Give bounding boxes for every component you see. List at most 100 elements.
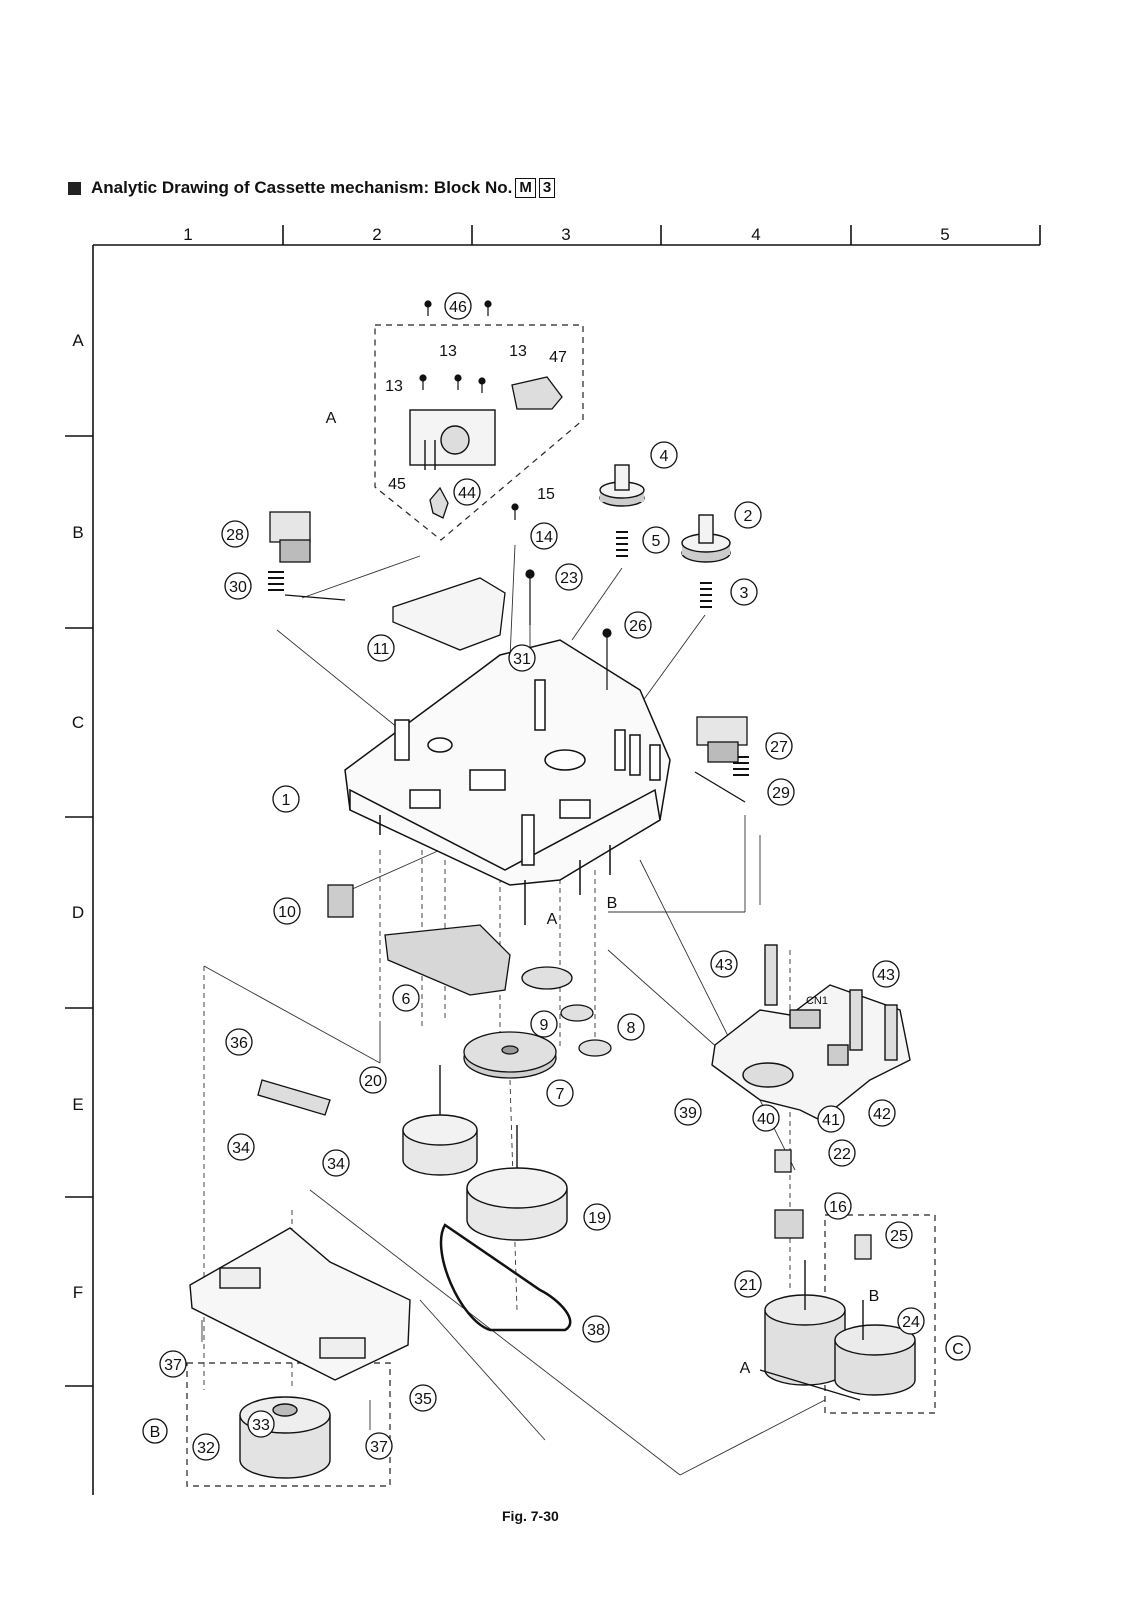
callout-number: 19 xyxy=(588,1210,606,1227)
callout-3: 3 xyxy=(730,578,758,606)
pcb-assembly xyxy=(711,944,911,1121)
callout-circle xyxy=(273,897,301,925)
callout-number: 8 xyxy=(627,1020,636,1037)
callout-circle xyxy=(734,501,762,529)
callout-number: 22 xyxy=(833,1146,851,1163)
callout-number: 36 xyxy=(230,1035,248,1052)
callout-circle xyxy=(767,778,795,806)
chassis-slot xyxy=(469,769,506,791)
callout-circle xyxy=(367,634,395,662)
callout-circle xyxy=(765,732,793,760)
bottom-plate-35 xyxy=(189,1227,411,1381)
callout-number: 28 xyxy=(226,527,244,544)
chassis-hole xyxy=(427,737,453,753)
row-label: D xyxy=(72,903,84,922)
callout-9: 9 xyxy=(530,1010,558,1038)
callout-13: 13 xyxy=(509,343,527,360)
callout-circle xyxy=(392,984,420,1012)
callout-20: 20 xyxy=(359,1066,387,1094)
leader-lines xyxy=(201,544,826,1476)
callout-29: 29 xyxy=(767,778,795,806)
callout-10: 10 xyxy=(273,897,301,925)
callout-circle xyxy=(868,1099,896,1127)
callout-11: 11 xyxy=(367,634,395,662)
belt-38 xyxy=(439,1223,572,1332)
callout-circle xyxy=(453,478,481,506)
callout-25: 25 xyxy=(885,1221,913,1249)
callout-circle xyxy=(824,1192,852,1220)
callout-circle xyxy=(322,1149,350,1177)
col-label: 4 xyxy=(751,225,760,244)
callout-number: 34 xyxy=(232,1140,250,1157)
callout-number: 24 xyxy=(902,1314,920,1331)
callout-16: 16 xyxy=(824,1192,852,1220)
part-16 xyxy=(774,1209,804,1239)
callout-circle xyxy=(897,1307,925,1335)
callout-circle xyxy=(817,1105,845,1133)
group-letter: B xyxy=(150,1424,161,1441)
callout-circle xyxy=(582,1315,610,1343)
group-label-B: B xyxy=(869,1288,880,1305)
callout-45: 45 xyxy=(388,476,406,493)
callout-21: 21 xyxy=(734,1270,762,1298)
callout-circle xyxy=(409,1384,437,1412)
row-label: C xyxy=(72,713,84,732)
callout-number: 31 xyxy=(513,651,531,668)
motor-21 xyxy=(764,1260,846,1386)
callout-37: 37 xyxy=(365,1432,393,1460)
chassis-post xyxy=(614,729,626,771)
callout-number: 35 xyxy=(414,1391,432,1408)
callout-23: 23 xyxy=(555,563,583,591)
head-spring xyxy=(424,440,436,470)
group-letter: C xyxy=(952,1341,964,1358)
callout-13: 13 xyxy=(439,343,457,360)
screws-top xyxy=(419,300,612,690)
callout-circle xyxy=(674,1098,702,1126)
callout-circle xyxy=(642,526,670,554)
head-gear xyxy=(440,425,470,455)
callout-number: 7 xyxy=(556,1086,565,1103)
callout-circle xyxy=(444,292,472,320)
callout-32: 32 xyxy=(192,1433,220,1461)
callout-number: 27 xyxy=(770,739,788,756)
chassis-slot xyxy=(559,799,591,819)
callout-14: 14 xyxy=(530,522,558,550)
callout-number: 38 xyxy=(587,1322,605,1339)
group-letter: A xyxy=(740,1360,751,1377)
callout-number: 16 xyxy=(829,1199,847,1216)
callout-number: 43 xyxy=(715,957,733,974)
springs xyxy=(268,531,749,776)
callout-number: 10 xyxy=(278,904,296,921)
callout-1: 1 xyxy=(272,785,300,813)
callout-circle xyxy=(872,960,900,988)
callout-44: 44 xyxy=(453,478,481,506)
motor-24 xyxy=(834,1300,916,1396)
chassis-slot xyxy=(409,789,441,809)
title-text: Analytic Drawing of Cassette mechanism: … xyxy=(91,178,513,197)
callout-24: 24 xyxy=(897,1307,925,1335)
callout-28: 28 xyxy=(221,520,249,548)
callout-39: 39 xyxy=(674,1098,702,1126)
chassis-post xyxy=(534,679,546,731)
callout-number: 3 xyxy=(740,585,749,602)
callout-circle xyxy=(192,1433,220,1461)
callout-43: 43 xyxy=(872,960,900,988)
plate-11 xyxy=(392,577,506,651)
callout-circle xyxy=(159,1350,187,1378)
callout-43: 43 xyxy=(710,950,738,978)
page-title: Analytic Drawing of Cassette mechanism: … xyxy=(68,178,556,198)
group-letter: B xyxy=(869,1288,880,1305)
callout-circle xyxy=(225,1028,253,1056)
callout-number: 15 xyxy=(537,486,555,503)
callout-circle xyxy=(272,785,300,813)
callout-number: 26 xyxy=(629,618,647,635)
callout-6: 6 xyxy=(392,984,420,1012)
callout-number: CN1 xyxy=(806,995,828,1007)
part-36 xyxy=(257,1079,331,1116)
callout-number: 41 xyxy=(822,1112,840,1129)
callout-number: 6 xyxy=(402,991,411,1008)
callout-number: 5 xyxy=(652,533,661,550)
callout-42: 42 xyxy=(868,1099,896,1127)
